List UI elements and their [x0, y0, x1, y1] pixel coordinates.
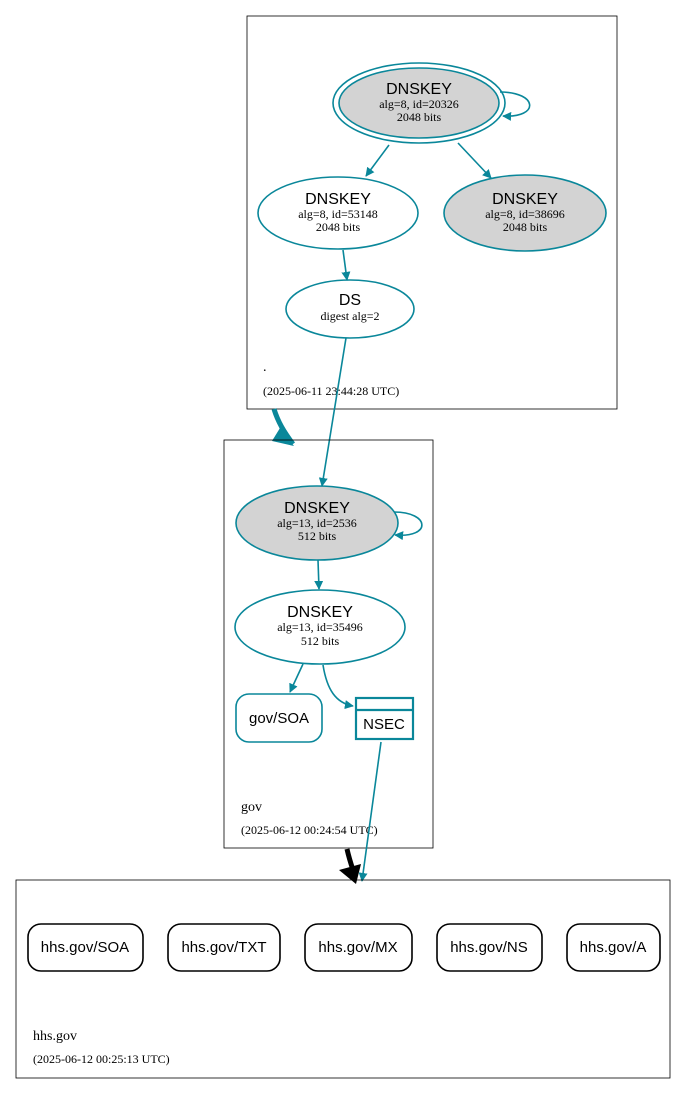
gov-ksk-node[interactable]: DNSKEY alg=13, id=2536 512 bits	[235, 485, 399, 561]
zone-root-label: .	[263, 360, 267, 375]
hhs-mx-node[interactable]: hhs.gov/MX	[304, 923, 413, 972]
edge-gov-zsk-to-soa	[289, 663, 304, 693]
hhs-a-node[interactable]: hhs.gov/A	[566, 923, 661, 972]
root-ksk-node[interactable]: DNSKEY alg=8, id=20326 2048 bits	[332, 62, 506, 144]
hhs-soa-node[interactable]: hhs.gov/SOA	[27, 923, 144, 972]
zone-gov-timestamp: (2025-06-12 00:24:54 UTC)	[241, 823, 378, 837]
hhs-mx-label: hhs.gov/MX	[318, 939, 397, 956]
root-ksk-detail: alg=8, id=20326	[379, 97, 459, 111]
root-zsk-38696-detail: alg=8, id=38696	[485, 207, 565, 221]
root-zsk-53148-bits: 2048 bits	[316, 220, 361, 234]
root-ksk-bits: 2048 bits	[397, 110, 442, 124]
edge-gov-ksk-to-zsk	[314, 559, 324, 590]
hhs-ns-node[interactable]: hhs.gov/NS	[436, 923, 543, 972]
gov-soa-node[interactable]: gov/SOA	[235, 693, 323, 743]
hhs-soa-label: hhs.gov/SOA	[41, 939, 129, 956]
root-zsk-38696-node[interactable]: DNSKEY alg=8, id=38696 2048 bits	[443, 174, 607, 252]
gov-ksk-self-edge	[393, 511, 423, 541]
gov-zsk-bits: 512 bits	[301, 634, 340, 648]
hhs-txt-label: hhs.gov/TXT	[181, 939, 266, 956]
root-zsk-53148-detail: alg=8, id=53148	[298, 207, 378, 221]
root-zsk-38696-bits: 2048 bits	[503, 220, 548, 234]
hhs-txt-node[interactable]: hhs.gov/TXT	[167, 923, 281, 972]
root-zsk-53148-node[interactable]: DNSKEY alg=8, id=53148 2048 bits	[257, 176, 419, 250]
zone-root-box	[246, 15, 618, 410]
zone-root-timestamp: (2025-06-11 23:44:28 UTC)	[263, 384, 399, 398]
root-ksk-type: DNSKEY	[386, 81, 452, 98]
zone-gov: DNSKEY alg=13, id=2536 512 bits DNSKEY a…	[223, 439, 434, 849]
root-zsk-53148-type: DNSKEY	[305, 191, 371, 208]
edge-ksk-to-zsk-53148	[365, 144, 390, 177]
edge-ds-to-gov-ksk	[318, 337, 347, 487]
delegation-gov-hhs-head	[339, 864, 361, 884]
root-ds-type: DS	[339, 292, 361, 309]
hhs-a-label: hhs.gov/A	[580, 939, 647, 956]
delegation-root-gov	[271, 408, 296, 446]
edge-gov-zsk-to-nsec	[322, 664, 354, 710]
gov-soa-label: gov/SOA	[249, 710, 309, 727]
root-ksk-self-edge	[499, 91, 531, 121]
hhs-ns-label: hhs.gov/NS	[450, 939, 528, 956]
zone-hhs: hhs.gov/SOA hhs.gov/TXT hhs.gov/MX hhs.g…	[15, 879, 671, 1079]
gov-ksk-detail: alg=13, id=2536	[277, 516, 357, 530]
root-ds-node[interactable]: DS digest alg=2	[285, 279, 415, 339]
gov-zsk-type: DNSKEY	[287, 604, 353, 621]
delegation-root-gov-head	[272, 428, 294, 446]
edge-nsec-to-hhs	[358, 741, 382, 882]
gov-zsk-node[interactable]: DNSKEY alg=13, id=35496 512 bits	[234, 589, 406, 665]
gov-zsk-detail: alg=13, id=35496	[277, 620, 363, 634]
edge-zsk-to-ds	[341, 249, 351, 281]
gov-ksk-type: DNSKEY	[284, 500, 350, 517]
zone-hhs-timestamp: (2025-06-12 00:25:13 UTC)	[33, 1052, 170, 1066]
root-ds-detail: digest alg=2	[320, 309, 379, 323]
gov-nsec-node[interactable]: NSEC	[354, 696, 415, 741]
zone-hhs-label: hhs.gov	[33, 1029, 77, 1044]
zone-root: DNSKEY alg=8, id=20326 2048 bits DNSKEY …	[246, 15, 618, 410]
edge-ksk-to-zsk-38696	[457, 142, 492, 179]
zone-gov-box	[223, 439, 434, 849]
zone-gov-label: gov	[241, 800, 262, 815]
gov-nsec-label: NSEC	[363, 716, 405, 733]
zone-hhs-box	[15, 879, 671, 1079]
gov-ksk-bits: 512 bits	[298, 529, 337, 543]
root-zsk-38696-type: DNSKEY	[492, 191, 558, 208]
